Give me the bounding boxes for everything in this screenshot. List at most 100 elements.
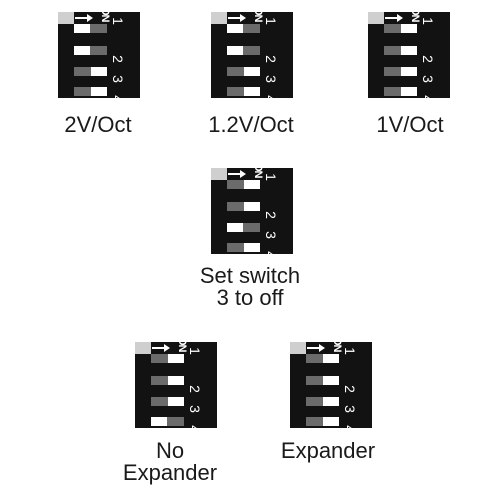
switch-number-4: 4 [263, 95, 279, 103]
caption-line: 1V/Oct [376, 112, 444, 137]
switch-slot-4 [306, 417, 339, 426]
caption-1-2v-oct: 1.2V/Oct [186, 114, 316, 136]
switch-slot-1 [227, 180, 260, 189]
arrow-head [87, 14, 93, 22]
switch-knob-1 [244, 180, 260, 189]
caption-line: Expander [280, 438, 376, 463]
switch-number-4: 4 [187, 425, 203, 433]
switch-knob-4 [151, 417, 167, 426]
caption-set-switch-3-off: Set switch 3 to off [180, 265, 320, 309]
switch-number-1: 1 [263, 17, 279, 25]
switch-slot-2 [384, 46, 417, 55]
switch-knob-3 [323, 397, 339, 406]
switch-slot-4 [227, 87, 260, 96]
arrow-shaft [152, 347, 164, 349]
switch-number-2: 2 [420, 55, 436, 63]
switch-slot-2 [74, 46, 107, 55]
on-arrow-icon [385, 12, 403, 24]
switch-knob-2 [74, 46, 90, 55]
switch-knob-2 [401, 46, 417, 55]
switch-knob-1 [74, 24, 90, 33]
caption-line: 2V/Oct [64, 112, 132, 137]
switch-knob-1 [323, 354, 339, 363]
caption-1v-oct: 1V/Oct [350, 114, 470, 136]
on-arrow-icon [75, 12, 93, 24]
switch-knob-1 [168, 354, 184, 363]
switch-slot-4 [227, 243, 260, 252]
caption-line: Set switch [199, 263, 301, 288]
switch-number-4: 4 [263, 251, 279, 259]
caption-2v-oct: 2V/Oct [38, 114, 158, 136]
switch-slot-4 [151, 417, 184, 426]
switch-number-1: 1 [263, 173, 279, 181]
switch-corner-marker [58, 12, 74, 24]
switch-corner-marker [211, 168, 227, 180]
arrow-shaft [228, 17, 240, 19]
switch-knob-3 [91, 67, 107, 76]
switch-slot-2 [151, 376, 184, 385]
switch-number-2: 2 [263, 211, 279, 219]
switch-corner-marker [211, 12, 227, 24]
caption-no-expander: No Expander [110, 440, 230, 484]
switch-knob-4 [91, 87, 107, 96]
switch-slot-3 [227, 223, 260, 232]
switch-corner-marker [290, 342, 306, 354]
caption-line: 3 to off [216, 285, 284, 310]
switch-slot-2 [227, 46, 260, 55]
switch-knob-4 [401, 87, 417, 96]
switch-slot-3 [384, 67, 417, 76]
switch-slot-3 [74, 67, 107, 76]
arrow-head [397, 14, 403, 22]
switch-knob-3 [227, 223, 243, 232]
arrow-head [319, 344, 325, 352]
switch-number-3: 3 [110, 75, 126, 83]
switch-slot-4 [74, 87, 107, 96]
switch-number-4: 4 [420, 95, 436, 103]
switch-slot-2 [306, 376, 339, 385]
switch-corner-marker [135, 342, 151, 354]
switch-knob-1 [227, 24, 243, 33]
caption-line: No [155, 438, 185, 463]
switch-slot-1 [151, 354, 184, 363]
caption-expander: Expander [268, 440, 388, 462]
arrow-shaft [307, 347, 319, 349]
arrow-shaft [228, 173, 240, 175]
caption-line: Expander [122, 460, 218, 485]
switch-slot-1 [384, 24, 417, 33]
switch-knob-2 [323, 376, 339, 385]
switch-slot-3 [151, 397, 184, 406]
arrow-shaft [75, 17, 87, 19]
switch-number-4: 4 [110, 95, 126, 103]
switch-slot-1 [74, 24, 107, 33]
on-arrow-icon [152, 342, 170, 354]
switch-knob-2 [244, 202, 260, 211]
switch-number-1: 1 [342, 347, 358, 355]
switch-number-4: 4 [342, 425, 358, 433]
switch-number-3: 3 [342, 405, 358, 413]
switch-knob-3 [401, 67, 417, 76]
switch-number-2: 2 [263, 55, 279, 63]
switch-knob-3 [244, 67, 260, 76]
switch-number-3: 3 [187, 405, 203, 413]
switch-slot-2 [227, 202, 260, 211]
switch-knob-4 [244, 87, 260, 96]
switch-knob-2 [227, 46, 243, 55]
switch-slot-3 [306, 397, 339, 406]
on-arrow-icon [228, 12, 246, 24]
switch-slot-4 [384, 87, 417, 96]
switch-slot-3 [227, 67, 260, 76]
arrow-head [240, 14, 246, 22]
switch-knob-2 [168, 376, 184, 385]
switch-number-3: 3 [263, 75, 279, 83]
caption-line: 1.2V/Oct [208, 112, 294, 137]
switch-number-1: 1 [420, 17, 436, 25]
arrow-head [240, 170, 246, 178]
on-arrow-icon [228, 168, 246, 180]
switch-corner-marker [368, 12, 384, 24]
